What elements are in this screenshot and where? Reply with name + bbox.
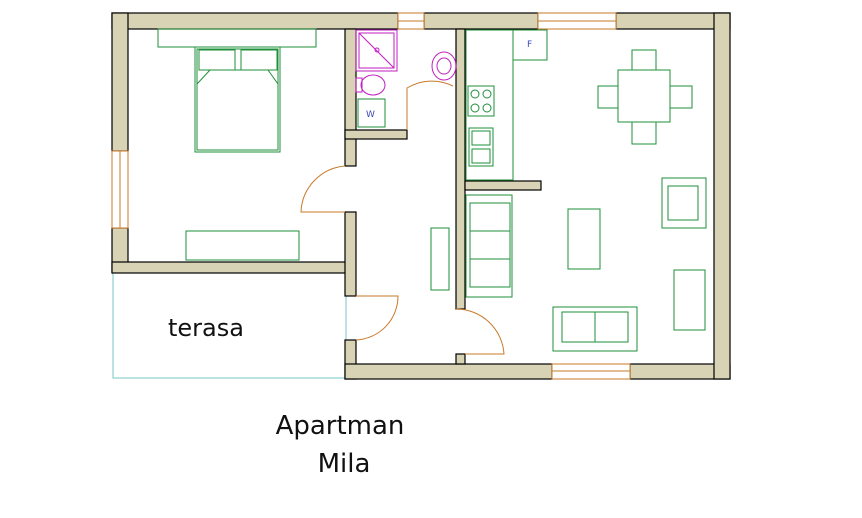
hall-cabinet xyxy=(430,227,450,291)
terrace-area xyxy=(112,269,347,379)
plan-title-line1: Apartman xyxy=(276,411,405,441)
plan-title-line2: Mila xyxy=(318,449,371,479)
terrace-label: terasa xyxy=(168,314,244,342)
bedroom-furniture xyxy=(157,28,317,261)
kitchen: F xyxy=(465,29,548,181)
fridge-label: F xyxy=(527,40,532,50)
doors xyxy=(300,80,505,355)
walls xyxy=(111,12,731,380)
windows xyxy=(111,12,631,380)
washer-label: W xyxy=(366,110,375,120)
bathroom: W xyxy=(355,29,457,128)
living-room xyxy=(465,49,707,352)
